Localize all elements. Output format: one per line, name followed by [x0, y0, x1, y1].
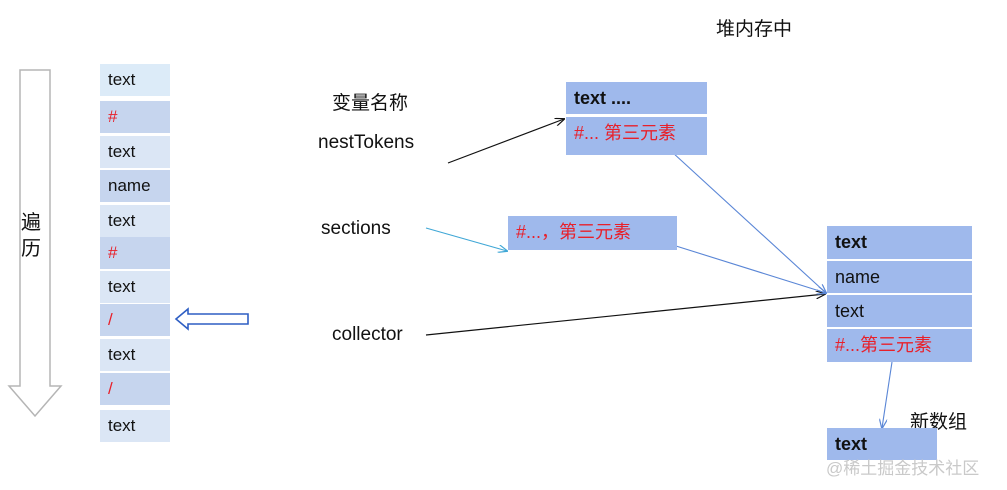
new-array-block: text — [827, 428, 937, 460]
heap-title: 堆内存中 — [716, 19, 793, 40]
stack-cell: # — [100, 237, 170, 269]
stack-cell: text — [100, 64, 170, 96]
collector-block-row-name: name — [827, 261, 972, 293]
nesttokens-label: nestTokens — [318, 132, 415, 153]
traverse-down-arrow — [7, 69, 63, 418]
stack-cell: text — [100, 205, 170, 237]
collector-block-row-third-element: #...第三元素 — [827, 329, 972, 362]
nest-block-row-text: text .... — [566, 82, 707, 114]
nest-block-row-third-element: #... 第三元素 — [566, 117, 707, 155]
traverse-label: 遍历 — [21, 212, 41, 260]
sections-to-collector-arrow — [675, 245, 826, 293]
current-position-arrow — [174, 307, 249, 331]
collector-block-row-text: text — [827, 226, 972, 259]
stack-cell: text — [100, 410, 170, 442]
stack-cell: # — [100, 101, 170, 133]
stack-cell: name — [100, 170, 170, 202]
collector-label: collector — [332, 324, 403, 345]
stack-cell: text — [100, 136, 170, 168]
collector-block-row-text-2: text — [827, 295, 972, 327]
stack-cell: / — [100, 373, 170, 405]
sections-block: #...，第三元素 — [508, 216, 677, 250]
watermark: @稀土掘金技术社区 — [826, 459, 980, 478]
new-array-label: 新数组 — [910, 412, 968, 433]
stack-cell: text — [100, 271, 170, 303]
sections-label: sections — [321, 218, 391, 239]
collector-arrow — [425, 294, 825, 336]
nest-to-collector-arrow — [671, 151, 826, 293]
sections-arrow — [425, 227, 507, 251]
variable-names-label: 变量名称 — [332, 93, 409, 114]
stack-cell: text — [100, 339, 170, 371]
collector-to-new-array-arrow — [882, 361, 893, 428]
nesttokens-arrow — [447, 119, 564, 164]
stack-cell: / — [100, 304, 170, 336]
